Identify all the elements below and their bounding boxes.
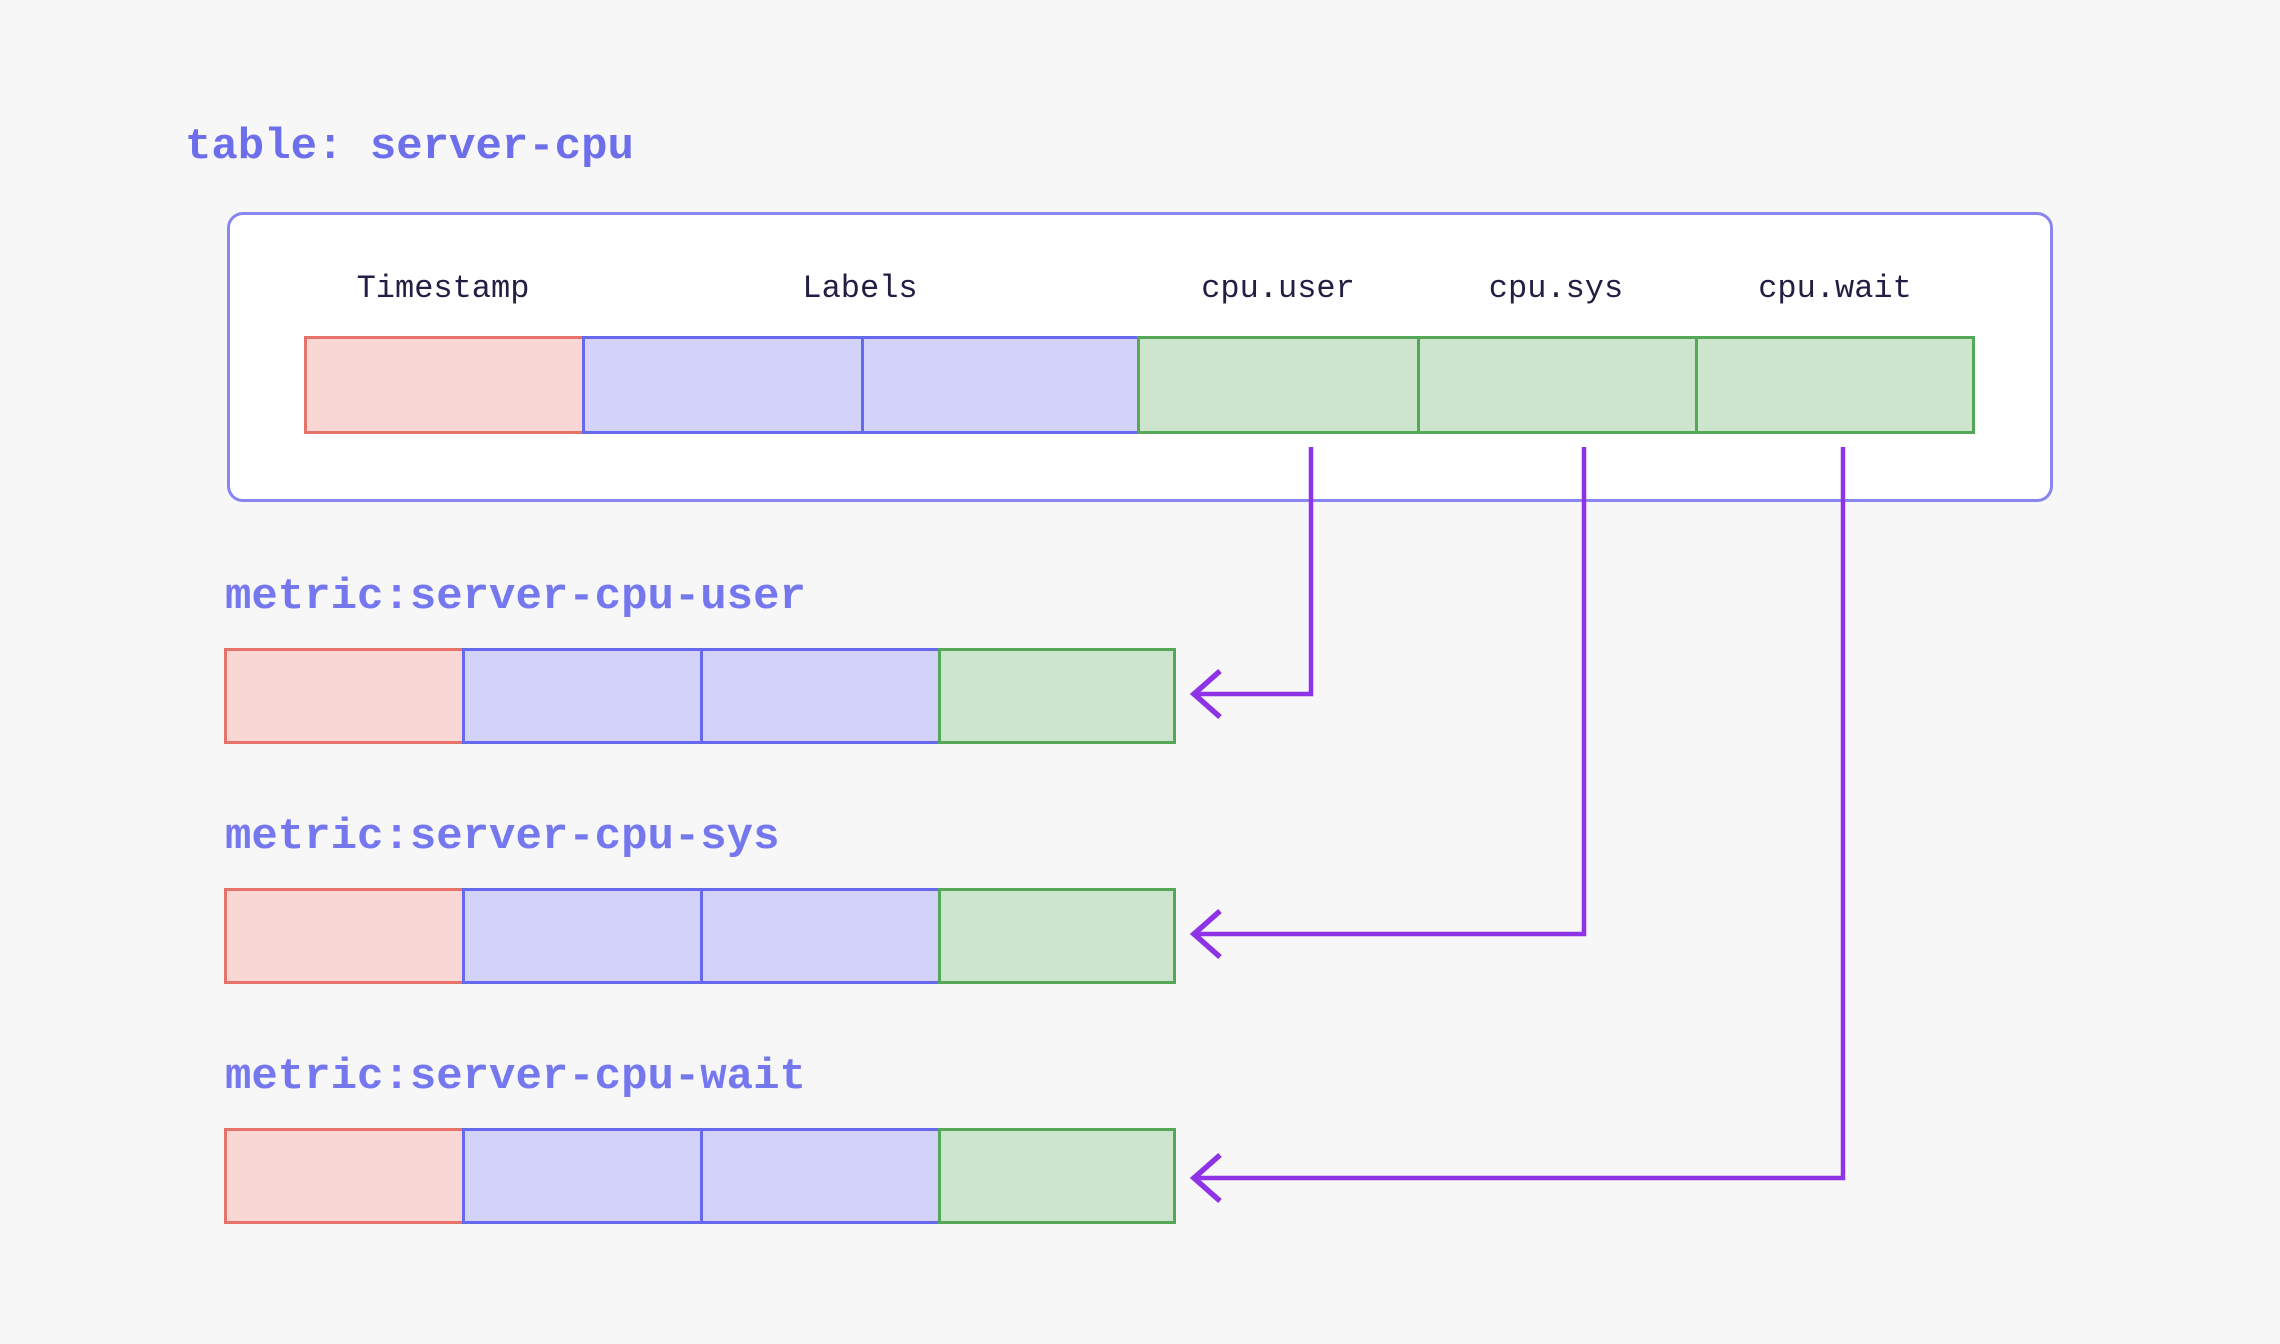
metric-sys-cell-value <box>938 888 1176 984</box>
table-cell-cpu-sys <box>1417 336 1698 434</box>
metric-title-server-cpu-sys: metric:server-cpu-sys <box>225 812 780 862</box>
column-header-cpu-user: cpu.user <box>1201 270 1355 307</box>
table-cell-cpu-wait <box>1695 336 1975 434</box>
column-header-timestamp: Timestamp <box>356 270 530 307</box>
metric-wait-cell-label-2 <box>700 1128 941 1224</box>
connector-cpu-sys-line <box>1198 447 1587 937</box>
connector-cpu-wait-line <box>1198 447 1846 1181</box>
column-header-cpu-sys: cpu.sys <box>1488 270 1624 307</box>
connector-cpu-wait-arrowhead-icon <box>1189 1152 1222 1204</box>
metric-user-cell-value <box>938 648 1176 744</box>
metric-sys-cell-label-2 <box>700 888 941 984</box>
metric-title-server-cpu-user: metric:server-cpu-user <box>225 572 806 622</box>
metric-title-server-cpu-wait: metric:server-cpu-wait <box>225 1052 806 1102</box>
metric-user-cell-timestamp <box>224 648 465 744</box>
column-header-labels: Labels <box>802 270 918 307</box>
table-cell-label-2 <box>861 336 1140 434</box>
metric-wait-cell-label-1 <box>462 1128 703 1224</box>
metric-sys-cell-label-1 <box>462 888 703 984</box>
metric-user-cell-label-1 <box>462 648 703 744</box>
table-cell-label-1 <box>582 336 864 434</box>
connector-cpu-sys-arrowhead-icon <box>1189 908 1222 960</box>
metric-wait-cell-timestamp <box>224 1128 465 1224</box>
metric-wait-cell-value <box>938 1128 1176 1224</box>
connector-cpu-user-arrowhead-icon <box>1189 668 1222 720</box>
table-title: table: server-cpu <box>185 122 634 172</box>
column-header-cpu-wait: cpu.wait <box>1758 270 1912 307</box>
table-cell-cpu-user <box>1137 336 1420 434</box>
table-cell-timestamp <box>304 336 585 434</box>
metric-sys-cell-timestamp <box>224 888 465 984</box>
metric-user-cell-label-2 <box>700 648 941 744</box>
